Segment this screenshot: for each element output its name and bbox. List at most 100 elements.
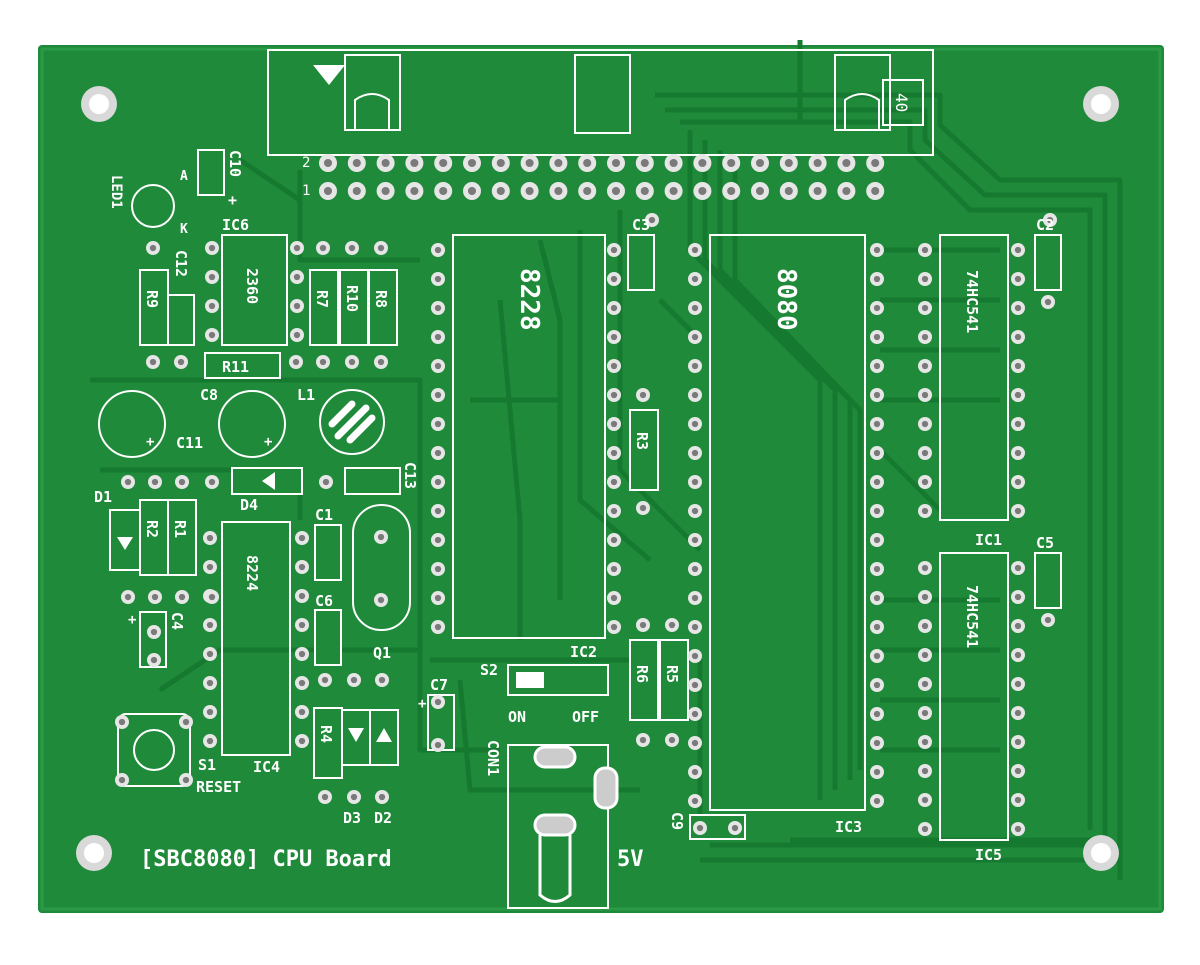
pad-hole <box>873 565 881 573</box>
c10-label: C10 <box>226 150 244 177</box>
pad-hole <box>1014 622 1022 630</box>
pad-hole <box>182 776 190 784</box>
pad-hole <box>921 709 929 717</box>
d1-symbol-icon <box>117 537 133 550</box>
ic6-outline <box>221 234 288 346</box>
mounting-holes <box>76 86 1119 871</box>
c7-plus-label: + <box>418 696 426 712</box>
pad-hole <box>921 362 929 370</box>
pad-hole <box>208 244 216 252</box>
r4-body <box>313 707 343 779</box>
pad-hole <box>298 621 306 629</box>
ic4-part-label: 8224 <box>243 555 261 591</box>
pad-hole <box>873 797 881 805</box>
pad-hole <box>149 244 157 252</box>
ic4-outline <box>221 521 291 756</box>
pad-hole <box>691 420 699 428</box>
pad-hole <box>319 358 327 366</box>
pad-hole <box>691 275 699 283</box>
pad-hole <box>298 708 306 716</box>
pad-hole <box>434 333 442 341</box>
pad-hole <box>873 768 881 776</box>
pad-hole <box>921 391 929 399</box>
ic-8080-part-label: 8080 <box>771 268 801 331</box>
pad-hole <box>873 739 881 747</box>
pad-hole <box>1014 304 1022 312</box>
pad-hole <box>178 478 186 486</box>
s1-reset-button-icon <box>133 729 175 771</box>
pad-hole <box>873 391 881 399</box>
pad-hole <box>434 420 442 428</box>
pad-hole <box>610 333 618 341</box>
pad-hole <box>434 536 442 544</box>
c10-body <box>197 149 225 196</box>
c8-label: C8 <box>200 386 218 404</box>
s2-slider-knob <box>516 672 544 688</box>
c5-body <box>1034 552 1062 609</box>
c10-plus-label: + <box>228 191 237 209</box>
c8-plus-label: + <box>146 434 154 450</box>
pad-hole <box>691 652 699 660</box>
c7-label: C7 <box>430 676 448 694</box>
pad-hole <box>921 275 929 283</box>
pad-hole <box>1014 593 1022 601</box>
pad-hole <box>610 362 618 370</box>
pad-hole <box>691 739 699 747</box>
pad-hole <box>921 449 929 457</box>
pad-hole <box>921 651 929 659</box>
pad-hole <box>1014 680 1022 688</box>
pad-hole <box>611 158 621 168</box>
pad-hole <box>813 158 822 168</box>
pad-hole <box>873 246 881 254</box>
con1-slot-side <box>593 766 619 810</box>
pad-hole <box>921 767 929 775</box>
pad-hole <box>206 708 214 716</box>
pad-hole <box>434 362 442 370</box>
pad-hole <box>639 621 647 629</box>
pad-hole <box>1014 651 1022 659</box>
pad-hole <box>873 304 881 312</box>
q1-crystal-outline <box>352 504 411 631</box>
pad-hole <box>691 333 699 341</box>
r6-body <box>629 639 659 721</box>
pad-hole <box>124 593 132 601</box>
pad-hole <box>293 273 301 281</box>
d4-label: D4 <box>240 496 258 514</box>
r3-label: R3 <box>633 432 651 450</box>
pad-hole <box>208 273 216 281</box>
led1-a-label: A <box>180 169 188 184</box>
c4-label: C4 <box>168 612 186 630</box>
board-title: [SBC8080] CPU Board <box>140 847 392 872</box>
pad-hole <box>873 594 881 602</box>
pad-hole <box>292 358 300 366</box>
r7-body <box>309 269 339 346</box>
pad-hole <box>611 186 621 196</box>
c12-label: C12 <box>172 250 190 277</box>
pad-hole <box>1014 767 1022 775</box>
pad-hole <box>467 158 477 168</box>
header-pin40-label: 40 <box>892 93 911 112</box>
c8-electrolytic-outline <box>98 390 166 458</box>
pad-hole <box>1044 616 1052 624</box>
pad-hole <box>554 158 563 168</box>
pad-hole <box>178 593 186 601</box>
pad-hole <box>921 593 929 601</box>
pad-hole <box>321 676 329 684</box>
c13-body <box>344 467 401 495</box>
ic5-outline <box>939 552 1009 841</box>
c2-label: C2 <box>1036 216 1054 234</box>
s1-reset-switch-outline <box>117 713 191 787</box>
pad-hole <box>206 534 214 542</box>
pad-hole <box>434 478 442 486</box>
r8-body <box>368 269 398 346</box>
pad-hole <box>610 304 618 312</box>
ic5-part-label: 74HC541 <box>963 585 981 648</box>
pad-hole <box>118 776 126 784</box>
r4-label: R4 <box>317 725 335 743</box>
pad-hole <box>1014 449 1022 457</box>
c9-label: C9 <box>668 812 686 830</box>
r8-label: R8 <box>372 290 390 308</box>
pad-hole <box>467 186 477 196</box>
pad-hole <box>873 333 881 341</box>
pad-hole <box>298 563 306 571</box>
